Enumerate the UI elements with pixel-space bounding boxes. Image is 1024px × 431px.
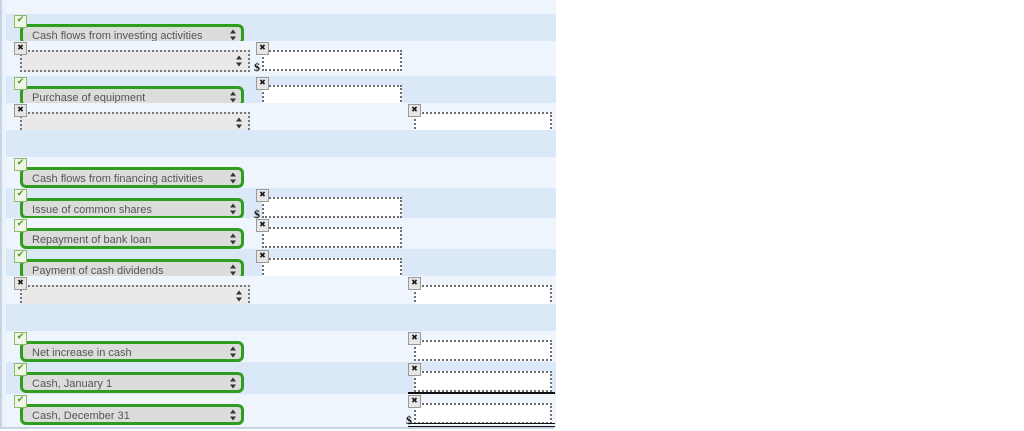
- table-cell-label: Cash flows from investing activities: [14, 14, 254, 45]
- x-icon: [256, 42, 269, 55]
- table-row: Cash flows from financing activities: [6, 157, 556, 188]
- subtotal-rule: [408, 392, 555, 394]
- x-icon: [256, 77, 269, 90]
- check-icon: [14, 219, 27, 232]
- table-cell-label: Cash, January 1: [14, 362, 254, 394]
- table-row: Payment of cash dividends: [6, 249, 556, 281]
- check-icon: [14, 158, 27, 171]
- table-bottom-border: [0, 427, 554, 429]
- account-select-value[interactable]: Net increase in cash: [20, 341, 244, 362]
- table-cell-label: Net increase in cash: [14, 331, 254, 362]
- table-cell-right: [408, 362, 558, 394]
- check-icon: [14, 15, 27, 28]
- check-icon: [14, 189, 27, 202]
- currency-symbol: $: [254, 207, 260, 221]
- amount-input-wrapper: $: [254, 197, 402, 221]
- amount-input[interactable]: [262, 197, 402, 218]
- table-cell-right: [408, 276, 558, 308]
- amount-input-wrapper: $: [406, 403, 552, 427]
- table-row: [6, 0, 556, 14]
- account-select[interactable]: [20, 50, 250, 72]
- x-icon: [408, 277, 421, 290]
- amount-input[interactable]: [414, 403, 552, 424]
- total-double-rule: [408, 423, 555, 427]
- account-select-value[interactable]: [20, 50, 250, 72]
- account-select-value[interactable]: Cash flows from financing activities: [20, 167, 244, 188]
- currency-symbol: $: [254, 60, 260, 74]
- account-select[interactable]: Cash, December 31: [20, 404, 244, 425]
- account-select-value[interactable]: Repayment of bank loan: [20, 228, 244, 249]
- check-icon: [14, 363, 27, 376]
- table-row: $: [6, 41, 556, 76]
- table-cell-mid: [256, 249, 408, 281]
- x-icon: [14, 104, 27, 117]
- table-cell-label: Purchase of equipment: [14, 76, 254, 107]
- check-icon: [14, 332, 27, 345]
- account-select[interactable]: Repayment of bank loan: [20, 228, 244, 249]
- account-select-value[interactable]: Issue of common shares: [20, 198, 244, 219]
- x-icon: [408, 104, 421, 117]
- table-cell-label: Cash, December 31: [14, 394, 254, 427]
- table-row: Cash, December 31 $: [6, 394, 556, 427]
- account-select[interactable]: Cash flows from financing activities: [20, 167, 244, 188]
- table-cell-mid: [256, 218, 408, 249]
- table-cell-label: [14, 41, 254, 76]
- x-icon: [256, 189, 269, 202]
- table-cell-mid: $: [254, 188, 408, 221]
- table-cell-label: Payment of cash dividends: [14, 249, 254, 280]
- table-cell-right: [408, 103, 558, 133]
- table-row: [6, 304, 556, 331]
- account-select-value[interactable]: Cash, January 1: [20, 372, 244, 393]
- check-icon: [14, 77, 27, 90]
- table-cell-right: [408, 331, 558, 362]
- table-cell-label: Issue of common shares: [14, 188, 254, 219]
- table-row: [6, 130, 556, 157]
- x-icon: [14, 42, 27, 55]
- account-select[interactable]: Net increase in cash: [20, 341, 244, 362]
- account-select[interactable]: Cash, January 1: [20, 372, 244, 393]
- amount-input-wrapper: $: [254, 50, 402, 74]
- table-row: Issue of common shares $: [6, 188, 556, 221]
- x-icon: [408, 363, 421, 376]
- table-row: Net increase in cash: [6, 331, 556, 362]
- amount-input-wrapper: [414, 371, 552, 392]
- amount-input[interactable]: [414, 285, 552, 306]
- account-select-value[interactable]: Cash, December 31: [20, 404, 244, 425]
- table-cell-label: [14, 276, 254, 307]
- amount-input[interactable]: [414, 371, 552, 392]
- table-cell-right: $: [406, 394, 558, 427]
- table-cell-label: [14, 103, 254, 134]
- amount-input[interactable]: [262, 227, 402, 248]
- check-icon: [14, 250, 27, 263]
- table-cell-label: Cash flows from financing activities: [14, 157, 254, 188]
- amount-input-wrapper: [414, 340, 552, 361]
- amount-input[interactable]: [262, 50, 402, 71]
- table-row: [6, 276, 558, 308]
- table-row: Cash flows from investing activities: [6, 14, 556, 45]
- table-row: Repayment of bank loan: [6, 218, 556, 249]
- x-icon: [408, 395, 421, 408]
- cash-flow-table: Cash flows from investing activities$Pur…: [0, 0, 554, 427]
- table-row: [6, 103, 558, 134]
- x-icon: [256, 250, 269, 263]
- table-cell-mid: [256, 76, 408, 108]
- table-row: Cash, January 1: [6, 362, 556, 394]
- table-cell-label: Repayment of bank loan: [14, 218, 254, 249]
- table-cell-mid: $: [254, 41, 408, 76]
- amount-input[interactable]: [414, 340, 552, 361]
- amount-input-wrapper: [414, 285, 552, 306]
- x-icon: [256, 219, 269, 232]
- x-icon: [408, 332, 421, 345]
- amount-input-wrapper: [262, 227, 402, 248]
- check-icon: [14, 395, 27, 408]
- currency-symbol: $: [406, 413, 412, 427]
- account-select[interactable]: Issue of common shares: [20, 198, 244, 219]
- x-icon: [14, 277, 27, 290]
- table-row: Purchase of equipment: [6, 76, 556, 108]
